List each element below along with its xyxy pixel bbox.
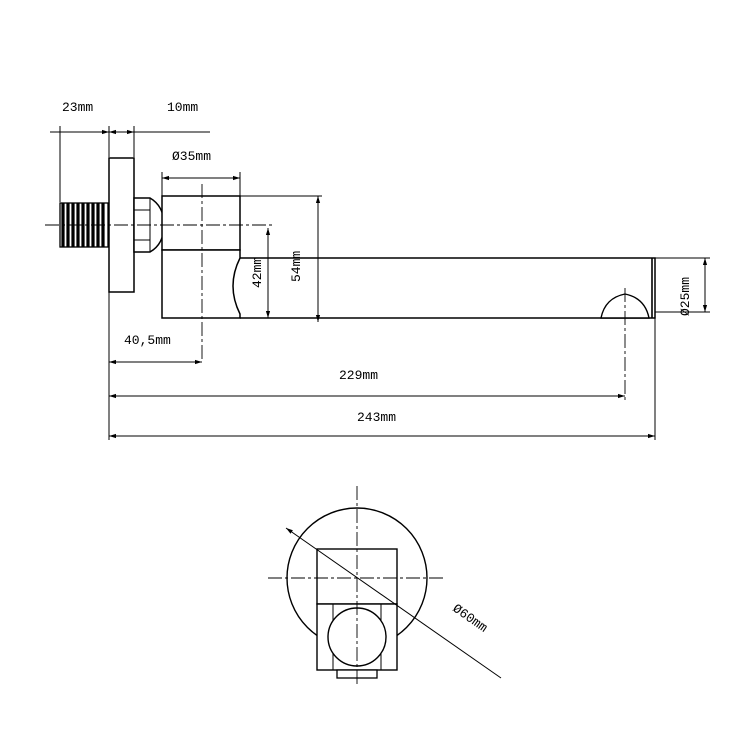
dim-54 xyxy=(240,195,322,322)
label-23mm: 23mm xyxy=(62,100,93,115)
label-54mm: 54mm xyxy=(289,251,304,282)
label-plate-diameter: Ø60mm xyxy=(450,601,491,636)
side-view: 23mm 10mm Ø35mm 42mm 54mm Ø25mm xyxy=(45,100,710,440)
spout xyxy=(240,257,656,319)
dim-243 xyxy=(109,318,656,440)
label-42mm: 42mm xyxy=(250,257,265,288)
label-spout-diameter: Ø25mm xyxy=(678,277,693,316)
dim-40-5 xyxy=(108,292,202,440)
mixer-body-upper xyxy=(161,195,241,251)
label-40-5mm: 40,5mm xyxy=(124,333,171,348)
front-view: Ø60mm xyxy=(268,486,502,684)
label-10mm: 10mm xyxy=(167,100,198,115)
label-229mm: 229mm xyxy=(339,368,378,383)
dim-flange xyxy=(50,126,210,202)
dim-plate-diameter xyxy=(285,527,502,679)
label-243mm: 243mm xyxy=(357,410,396,425)
label-body-diameter: Ø35mm xyxy=(172,149,211,164)
dim-body-diameter xyxy=(161,172,241,196)
mixer-body-lower xyxy=(161,249,241,319)
dim-spout-diameter xyxy=(655,257,710,313)
